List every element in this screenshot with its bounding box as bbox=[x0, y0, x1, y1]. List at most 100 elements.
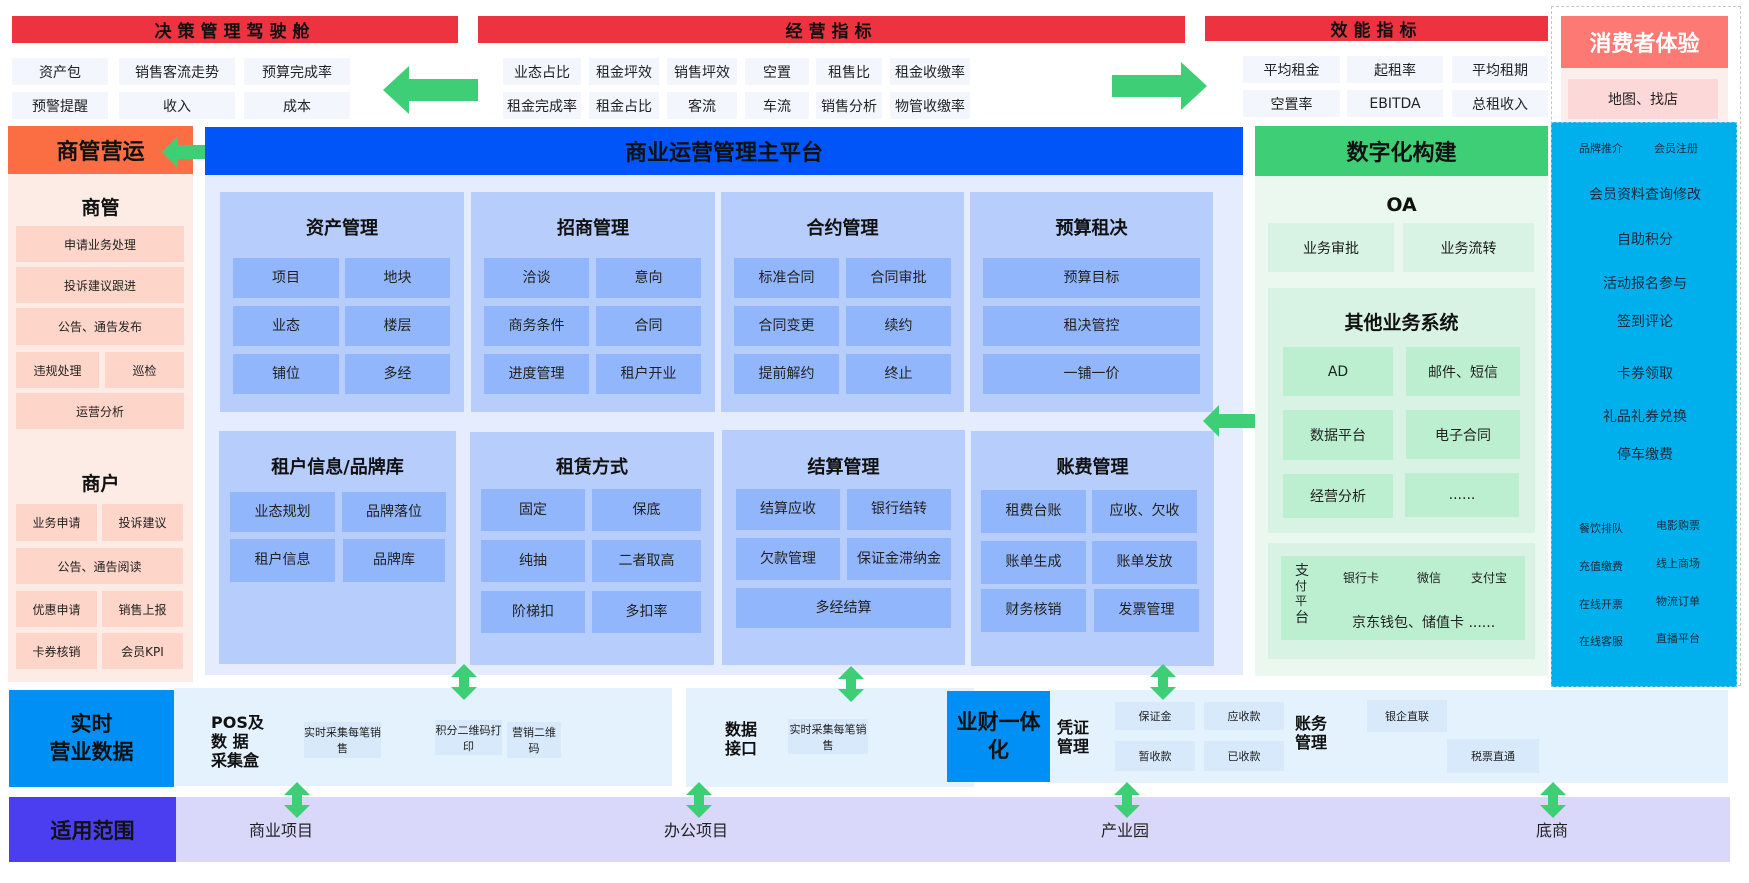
module-cell[interactable]: 财务核销 bbox=[981, 589, 1086, 632]
module-cell[interactable]: 多经 bbox=[345, 354, 450, 394]
module-cell[interactable]: 续约 bbox=[846, 306, 951, 346]
tenant-item[interactable]: 公告、通告阅读 bbox=[16, 548, 183, 584]
consumer-service[interactable]: 礼品礼券兑换 bbox=[1603, 409, 1687, 425]
metric-item[interactable]: 租金完成率 bbox=[503, 92, 581, 119]
consumer-service[interactable]: 充值缴费 bbox=[1579, 560, 1623, 573]
mall-item[interactable]: 巡检 bbox=[105, 352, 184, 388]
scope-item[interactable]: 底商 bbox=[1535, 821, 1568, 840]
mall-item[interactable]: 违规处理 bbox=[16, 352, 99, 388]
account-item[interactable]: 税票直通 bbox=[1447, 739, 1539, 773]
module-cell[interactable]: 合同 bbox=[596, 306, 701, 346]
module-cell[interactable]: 多经结算 bbox=[736, 588, 951, 628]
consumer-service[interactable]: 会员注册 bbox=[1654, 142, 1698, 155]
consumer-service[interactable]: 签到评论 bbox=[1617, 314, 1673, 330]
consumer-service[interactable]: 物流订单 bbox=[1656, 595, 1700, 608]
consumer-service[interactable]: 餐饮排队 bbox=[1579, 522, 1623, 535]
module-cell[interactable]: 品牌库 bbox=[343, 539, 445, 582]
tenant-item[interactable]: 销售上报 bbox=[102, 591, 183, 627]
consumer-item-map[interactable]: 地图、找店 bbox=[1568, 79, 1718, 119]
pos-item[interactable]: 积分二维码打印 bbox=[435, 720, 502, 755]
metric-item[interactable]: 销售坪效 bbox=[667, 58, 737, 85]
metric-item[interactable]: 业态占比 bbox=[503, 58, 581, 85]
metric-item[interactable]: 空置率 bbox=[1243, 90, 1340, 117]
module-cell[interactable]: 账单发放 bbox=[1092, 541, 1197, 584]
voucher-item[interactable]: 已收款 bbox=[1204, 741, 1284, 771]
module-cell[interactable]: 二者取高 bbox=[592, 540, 701, 582]
module-cell[interactable]: 应收、欠收 bbox=[1092, 490, 1197, 533]
module-cell[interactable]: 标准合同 bbox=[734, 258, 839, 298]
scope-item[interactable]: 产业园 bbox=[1100, 821, 1149, 840]
metric-item[interactable]: 租金占比 bbox=[589, 92, 659, 119]
metric-item[interactable]: 资产包 bbox=[12, 58, 108, 85]
module-cell[interactable]: 铺位 bbox=[233, 354, 339, 394]
tenant-item[interactable]: 业务申请 bbox=[16, 504, 97, 541]
module-cell[interactable]: 保底 bbox=[592, 489, 701, 531]
metric-item[interactable]: 租金坪效 bbox=[589, 58, 659, 85]
module-cell[interactable]: 合同审批 bbox=[846, 258, 951, 298]
voucher-item[interactable]: 保证金 bbox=[1115, 702, 1195, 730]
scope-item[interactable]: 商业项目 bbox=[248, 821, 313, 840]
module-cell[interactable]: 合同变更 bbox=[734, 306, 839, 346]
consumer-service[interactable]: 直播平台 bbox=[1656, 632, 1700, 645]
metric-item[interactable]: 总租收入 bbox=[1452, 90, 1548, 117]
module-cell[interactable]: 结算应收 bbox=[736, 489, 840, 530]
other-system-item[interactable]: 电子合同 bbox=[1406, 410, 1520, 459]
payment-method[interactable]: 银行卡 bbox=[1343, 571, 1380, 585]
module-cell[interactable]: 地块 bbox=[345, 258, 450, 298]
consumer-service[interactable]: 在线客服 bbox=[1579, 635, 1623, 648]
interface-item[interactable]: 实时采集每笔销售 bbox=[788, 719, 868, 754]
mall-item[interactable]: 投诉建议跟进 bbox=[16, 267, 184, 303]
metric-item[interactable]: 收入 bbox=[119, 92, 235, 119]
consumer-service[interactable]: 会员资料查询修改 bbox=[1589, 187, 1701, 203]
metric-item[interactable]: 空置 bbox=[745, 58, 809, 85]
account-item[interactable]: 银企直联 bbox=[1367, 700, 1447, 732]
voucher-item[interactable]: 暂收款 bbox=[1115, 741, 1195, 771]
metric-item[interactable]: 车流 bbox=[745, 92, 809, 119]
pos-item[interactable]: 营销二维码 bbox=[507, 722, 561, 758]
module-cell[interactable]: 业态规划 bbox=[230, 492, 335, 532]
metric-item[interactable]: 预算完成率 bbox=[244, 58, 350, 85]
consumer-service[interactable]: 品牌推介 bbox=[1579, 142, 1623, 155]
module-cell[interactable]: 洽谈 bbox=[484, 258, 589, 298]
other-system-item[interactable]: 经营分析 bbox=[1283, 474, 1393, 518]
consumer-service[interactable]: 线上商场 bbox=[1656, 557, 1700, 570]
voucher-item[interactable]: 应收款 bbox=[1204, 702, 1284, 730]
module-cell[interactable]: 租决管控 bbox=[983, 306, 1200, 346]
metric-item[interactable]: 平均租期 bbox=[1452, 56, 1548, 83]
module-cell[interactable]: 意向 bbox=[596, 258, 701, 298]
other-system-item[interactable]: ...... bbox=[1405, 473, 1519, 517]
tenant-item[interactable]: 投诉建议 bbox=[102, 504, 183, 541]
module-cell[interactable]: 保证金滞纳金 bbox=[847, 538, 951, 580]
metric-item[interactable]: 预警提醒 bbox=[12, 92, 108, 119]
module-cell[interactable]: 一铺一价 bbox=[983, 354, 1200, 394]
module-cell[interactable]: 租费台账 bbox=[981, 490, 1086, 533]
consumer-service[interactable]: 停车缴费 bbox=[1617, 447, 1673, 463]
module-cell[interactable]: 欠款管理 bbox=[736, 538, 840, 580]
module-cell[interactable]: 预算目标 bbox=[983, 258, 1200, 298]
module-cell[interactable]: 租户开业 bbox=[596, 354, 701, 394]
metric-item[interactable]: 物管收缴率 bbox=[890, 92, 970, 119]
consumer-service[interactable]: 在线开票 bbox=[1579, 598, 1623, 611]
oa-item[interactable]: 业务审批 bbox=[1268, 223, 1394, 272]
metric-item[interactable]: 租售比 bbox=[816, 58, 882, 85]
other-system-item[interactable]: 邮件、短信 bbox=[1406, 347, 1520, 396]
module-cell[interactable]: 进度管理 bbox=[484, 354, 589, 394]
metric-item[interactable]: EBITDA bbox=[1347, 90, 1443, 117]
mall-item[interactable]: 运营分析 bbox=[16, 393, 184, 429]
module-cell[interactable]: 纯抽 bbox=[481, 540, 585, 582]
other-system-item[interactable]: 数据平台 bbox=[1283, 410, 1393, 460]
tenant-item[interactable]: 会员KPI bbox=[102, 633, 183, 669]
module-cell[interactable]: 租户信息 bbox=[230, 539, 335, 582]
metric-item[interactable]: 平均租金 bbox=[1243, 56, 1340, 83]
other-system-item[interactable]: AD bbox=[1283, 347, 1393, 396]
consumer-service[interactable]: 卡券领取 bbox=[1617, 366, 1673, 382]
metric-item[interactable]: 租金收缴率 bbox=[890, 58, 970, 85]
module-cell[interactable]: 银行结转 bbox=[847, 489, 951, 530]
scope-item[interactable]: 办公项目 bbox=[663, 821, 728, 840]
tenant-item[interactable]: 优惠申请 bbox=[16, 591, 97, 627]
metric-item[interactable]: 成本 bbox=[244, 92, 350, 119]
metric-item[interactable]: 客流 bbox=[667, 92, 737, 119]
module-cell[interactable]: 商务条件 bbox=[484, 306, 589, 346]
consumer-service[interactable]: 电影购票 bbox=[1656, 519, 1700, 532]
module-cell[interactable]: 账单生成 bbox=[981, 541, 1086, 584]
